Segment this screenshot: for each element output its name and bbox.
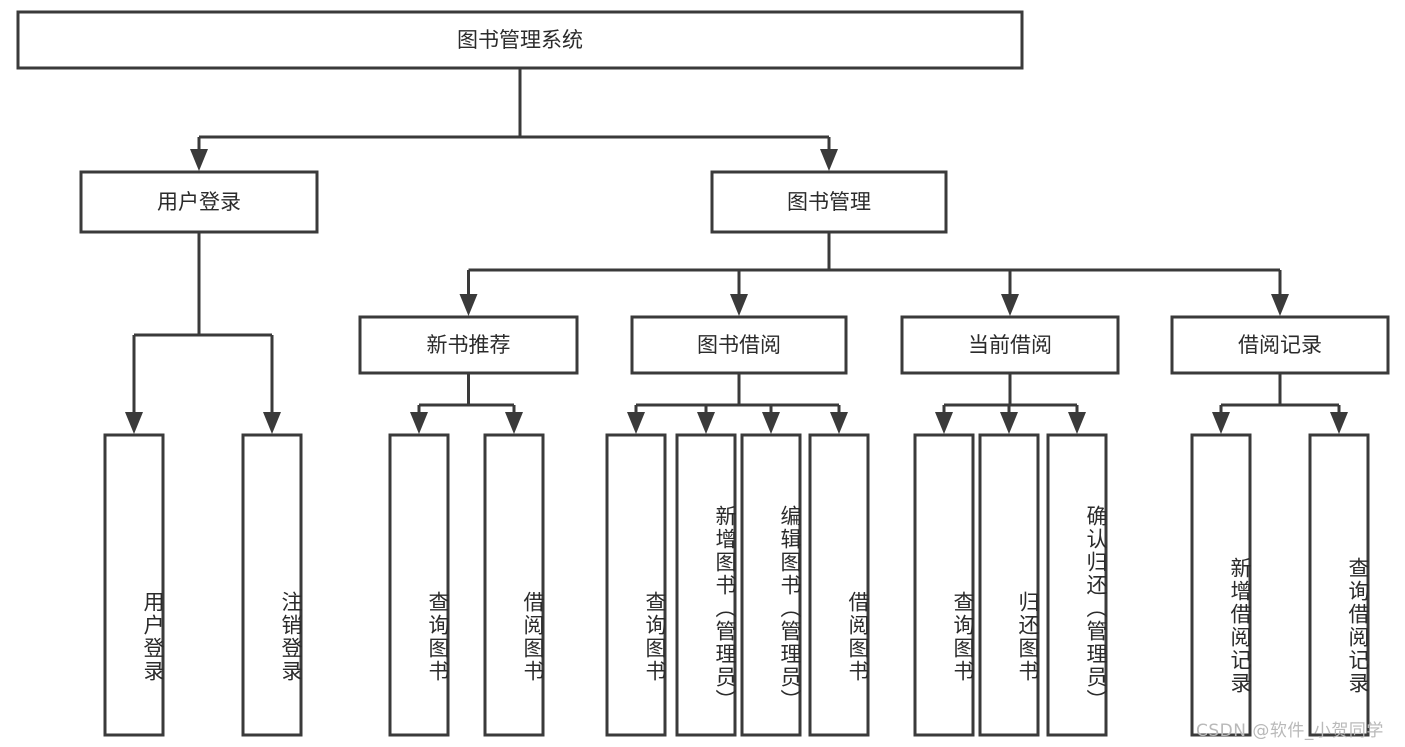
node-box-current-borrow[interactable]: [900, 315, 1120, 375]
node-box-leaf-query-book-2[interactable]: [605, 433, 667, 737]
leaf-node-leaf-user-login[interactable]: [105, 435, 163, 735]
node-box-book-borrow[interactable]: [630, 315, 848, 375]
leaf-node-leaf-logout[interactable]: [243, 435, 301, 735]
connectors-layer: [125, 68, 1348, 434]
arrowhead-icon-leaf-query-book-2: [627, 412, 645, 434]
arrowhead-icon-leaf-user-login: [125, 412, 143, 434]
arrowhead-icon-borrow-record: [1271, 294, 1289, 316]
node-label-user-login: 用户登录: [157, 190, 241, 214]
node-box-leaf-borrow-book-2[interactable]: [808, 433, 870, 737]
leaf-node-leaf-return-book[interactable]: [980, 435, 1038, 735]
node-label-new-book-recommend: 新书推荐: [427, 333, 511, 357]
node-box-leaf-edit-book[interactable]: [740, 433, 802, 737]
node-box-borrow-record[interactable]: [1170, 315, 1390, 375]
arrowhead-icon-new-book-recommend: [459, 294, 478, 316]
arrowhead-icon-leaf-confirm-return: [1068, 412, 1086, 434]
node-label-current-borrow: 当前借阅: [968, 333, 1052, 357]
arrowhead-icon-leaf-add-record: [1212, 412, 1230, 434]
leaf-node-leaf-query-record[interactable]: [1310, 435, 1368, 735]
watermark: CSDN @软件_小贺同学: [1196, 721, 1384, 741]
arrowhead-icon-leaf-return-book: [1000, 412, 1018, 434]
arrowhead-icon-leaf-borrow-book-2: [830, 412, 848, 434]
node-box-new-book-recommend[interactable]: [358, 315, 579, 375]
node-box-leaf-query-book-1[interactable]: [388, 433, 450, 737]
node-box-leaf-add-book[interactable]: [675, 433, 737, 737]
arrowhead-icon-book-management: [820, 149, 838, 171]
node-box-leaf-return-book[interactable]: [978, 433, 1040, 737]
arrowhead-icon-leaf-query-book-3: [935, 412, 953, 434]
arrowhead-icon-leaf-logout: [263, 412, 281, 434]
node-box-book-management[interactable]: [710, 170, 948, 234]
arrowhead-icon-book-borrow: [730, 294, 748, 316]
arrowhead-icon-leaf-add-book: [697, 412, 715, 434]
arrowhead-icon-user-login: [190, 149, 208, 171]
leaf-node-leaf-add-record[interactable]: [1192, 435, 1250, 735]
leaf-node-leaf-borrow-book-2[interactable]: [810, 435, 868, 735]
arrowhead-icon-current-borrow: [1001, 294, 1019, 316]
node-label-root: 图书管理系统: [457, 28, 583, 52]
leaf-node-leaf-query-book-2[interactable]: [607, 435, 665, 735]
node-label-borrow-record: 借阅记录: [1238, 333, 1322, 357]
node-box-leaf-add-record[interactable]: [1190, 433, 1252, 737]
node-box-user-login[interactable]: [79, 170, 319, 234]
leaf-node-leaf-query-book-1[interactable]: [390, 435, 448, 735]
arrowhead-icon-leaf-edit-book: [762, 412, 780, 434]
node-label-book-management: 图书管理: [787, 190, 871, 214]
node-box-leaf-logout[interactable]: [241, 433, 303, 737]
node-box-root[interactable]: [16, 10, 1024, 70]
node-box-leaf-user-login[interactable]: [103, 433, 165, 737]
boxes-layer: [16, 10, 1390, 737]
leaf-node-leaf-borrow-book-1[interactable]: [485, 435, 543, 735]
node-box-leaf-borrow-book-1[interactable]: [483, 433, 545, 737]
leaf-node-leaf-confirm-return[interactable]: [1048, 435, 1106, 735]
arrowhead-icon-leaf-borrow-book-1: [505, 412, 523, 434]
node-label-book-borrow: 图书借阅: [697, 333, 781, 357]
leaf-node-leaf-query-book-3[interactable]: [915, 435, 973, 735]
node-box-leaf-query-book-3[interactable]: [913, 433, 975, 737]
arrowhead-icon-leaf-query-book-1: [410, 412, 428, 434]
leaf-node-leaf-edit-book[interactable]: [742, 435, 800, 735]
arrowhead-icon-leaf-query-record: [1330, 412, 1348, 434]
node-box-leaf-confirm-return[interactable]: [1046, 433, 1108, 737]
leaf-node-leaf-add-book[interactable]: [677, 435, 735, 735]
node-box-leaf-query-record[interactable]: [1308, 433, 1370, 737]
